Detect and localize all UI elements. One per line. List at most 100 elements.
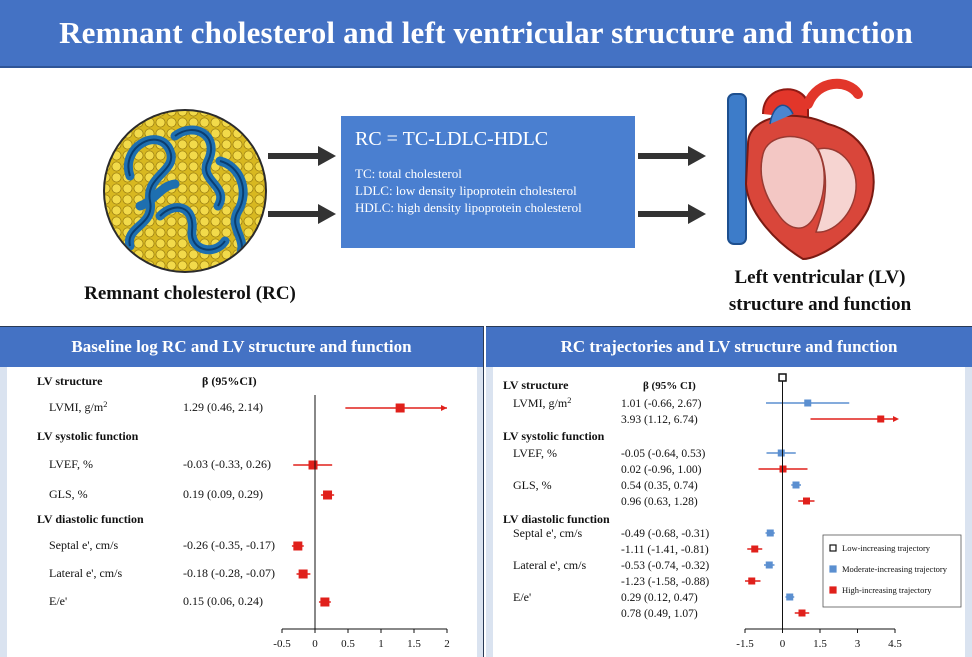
estimate-text: 0.15 (0.06, 0.24): [183, 594, 263, 608]
definition-hdlc: HDLC: high density lipoprotein cholester…: [355, 200, 582, 215]
estimate-text: -0.03 (-0.33, 0.26): [183, 457, 271, 471]
row-label: E/e': [49, 594, 67, 608]
estimate-text: 3.93 (1.12, 6.74): [621, 414, 698, 426]
estimate-point: [803, 497, 810, 505]
estimate-text: 0.54 (0.35, 0.74): [621, 480, 698, 492]
row-label: GLS, %: [513, 478, 552, 492]
column-header: β (95% CI): [643, 380, 696, 392]
arrow-right-icon: [638, 146, 706, 166]
lipoprotein-caption: Remnant cholesterol (RC): [84, 283, 296, 304]
page-title: Remnant cholesterol and left ventricular…: [59, 15, 913, 50]
x-tick-label: 3: [855, 638, 861, 650]
estimate-point: [798, 609, 806, 617]
legend-label: Low-increasing trajectory: [842, 543, 931, 553]
estimate-text: 0.96 (0.63, 1.28): [621, 496, 698, 508]
estimate-point: [792, 481, 800, 489]
trajectory-forest-svg: LV structure β (95% CI) LVMI, g/m2 1.01 (-0…: [503, 373, 962, 650]
estimate-text: -1.23 (-1.58, -0.88): [621, 576, 709, 588]
estimate-text: -0.49 (-0.68, -0.31): [621, 528, 709, 540]
lipoprotein-particle-icon: [103, 109, 267, 273]
row-label: Septal e', cm/s: [49, 538, 118, 552]
estimate-point: [877, 415, 885, 423]
x-tick-label: -1.5: [736, 638, 754, 650]
x-tick-label: -0.5: [273, 638, 291, 650]
row-label: LVEF, %: [513, 446, 557, 460]
group-label: LV diastolic function: [37, 512, 144, 526]
estimate-text: 1.29 (0.46, 2.14): [183, 400, 263, 414]
column-header: β (95%CI): [202, 374, 257, 388]
x-tick-label: 0.5: [341, 638, 355, 650]
trajectory-forest-plot: LV structure β (95% CI) LVMI, g/m2 1.01 (-0…: [493, 367, 965, 657]
estimate-point: [786, 593, 794, 601]
estimate-text: 0.78 (0.49, 1.07): [621, 608, 698, 620]
estimate-point: [804, 399, 812, 407]
row-label: Lateral e', cm/s: [513, 558, 586, 572]
estimate-point: [751, 545, 759, 553]
arrow-right-icon: [638, 204, 706, 224]
estimate-point: [395, 403, 405, 413]
estimate-point: [308, 460, 318, 470]
heart-caption-line2: structure and function: [728, 294, 912, 315]
estimate-point: [298, 569, 308, 579]
group-label: LV structure: [37, 374, 103, 388]
estimate-text: 0.19 (0.09, 0.29): [183, 487, 263, 501]
row-label: LVMI, g/m2: [513, 396, 571, 411]
legend-swatch: [829, 586, 837, 594]
estimate-text: 0.02 (-0.96, 1.00): [621, 464, 702, 476]
x-tick-label: 1: [378, 638, 384, 650]
estimate-point: [765, 561, 773, 569]
ci-arrow: [893, 416, 899, 422]
estimate-point: [748, 577, 756, 585]
x-tick-label: 4.5: [888, 638, 902, 650]
legend-box: [822, 534, 962, 608]
group-label: LV structure: [503, 378, 569, 392]
heart-caption: Left ventricular (LV) structure and func…: [686, 264, 954, 318]
row-label: E/e': [513, 590, 531, 604]
trajectory-panel-title: RC trajectories and LV structure and fun…: [486, 327, 972, 367]
estimate-text: -1.11 (-1.41, -0.81): [621, 544, 709, 556]
estimate-text: -0.53 (-0.74, -0.32): [621, 560, 709, 572]
legend-label: Moderate-increasing trajectory: [842, 564, 948, 574]
group-label: LV systolic function: [503, 429, 605, 443]
x-tick-label: 0: [780, 638, 786, 650]
arrow-right-icon: [268, 204, 336, 224]
estimate-text: 0.29 (0.12, 0.47): [621, 592, 698, 604]
estimate-point: [293, 541, 303, 551]
rc-equation: RC = TC-LDLC-HDLC: [355, 128, 549, 150]
estimate-point: [323, 490, 333, 500]
arrow-right-icon: [268, 146, 336, 166]
group-label: LV diastolic function: [503, 512, 610, 526]
baseline-panel: Baseline log RC and LV structure and fun…: [0, 326, 484, 657]
legend-label: High-increasing trajectory: [842, 585, 932, 595]
estimate-text: -0.26 (-0.35, -0.17): [183, 538, 275, 552]
heart-caption-line1: Left ventricular (LV): [734, 267, 906, 288]
row-label: LVEF, %: [49, 457, 93, 471]
row-label: Lateral e', cm/s: [49, 566, 122, 580]
title-bar: Remnant cholesterol and left ventricular…: [0, 0, 972, 68]
ci-arrow: [441, 405, 447, 411]
reference-point: [778, 373, 787, 382]
definition-tc: TC: total cholesterol: [355, 166, 462, 181]
x-tick-label: 0: [312, 638, 318, 650]
legend-swatch: [829, 565, 837, 573]
row-label: LVMI, g/m2: [49, 400, 107, 415]
x-tick-label: 1.5: [813, 638, 827, 650]
estimate-point: [766, 529, 774, 537]
row-label: Septal e', cm/s: [513, 526, 582, 540]
group-label: LV systolic function: [37, 429, 139, 443]
legend-swatch: [829, 544, 837, 552]
estimate-point: [320, 597, 330, 607]
estimate-text: 1.01 (-0.66, 2.67): [621, 398, 702, 410]
x-tick-label: 2: [444, 638, 450, 650]
trajectory-panel: RC trajectories and LV structure and fun…: [486, 326, 972, 657]
estimate-point: [777, 449, 785, 457]
row-label: GLS, %: [49, 487, 88, 501]
definition-ldlc: LDLC: low density lipoprotein cholestero…: [355, 183, 577, 198]
top-illustration: RC = TC-LDLC-HDLC TC: total cholesterol …: [0, 68, 972, 326]
estimate-text: -0.18 (-0.28, -0.07): [183, 566, 275, 580]
estimate-text: -0.05 (-0.64, 0.53): [621, 448, 705, 460]
baseline-forest-plot: LV structure β (95%CI) LVMI, g/m2 1.29 (0.4…: [7, 367, 477, 657]
heart-cross-section-icon: [727, 78, 875, 261]
baseline-panel-title: Baseline log RC and LV structure and fun…: [0, 327, 483, 367]
baseline-forest-svg: LV structure β (95%CI) LVMI, g/m2 1.29 (0.4…: [37, 374, 450, 650]
